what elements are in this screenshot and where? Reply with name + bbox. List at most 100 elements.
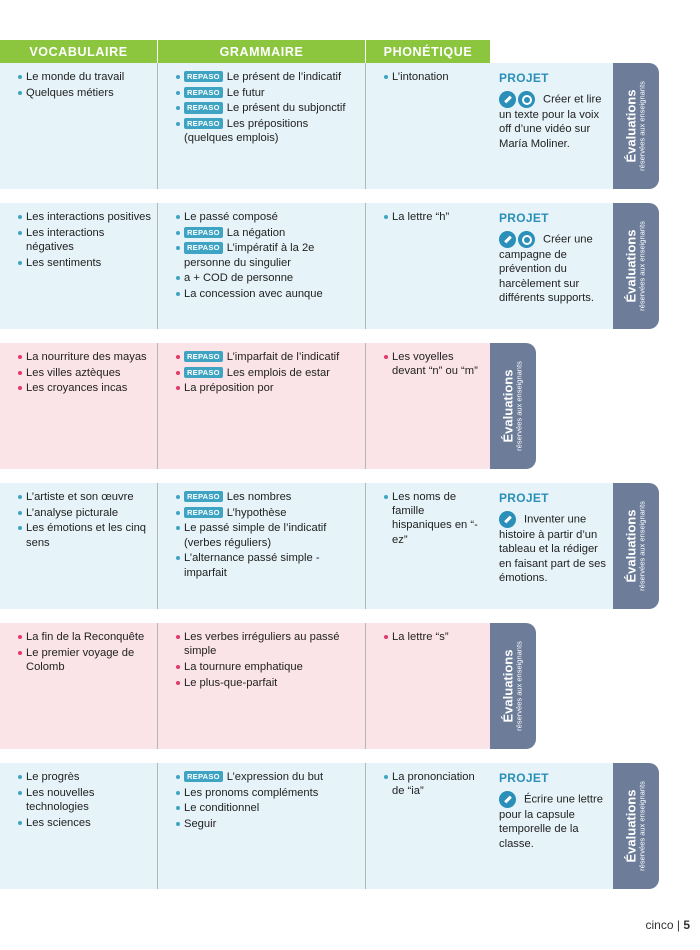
grammaire-text: Les prépositions (quelques emplois) (184, 118, 309, 145)
phonetique-cell: Les noms de famille hispaniques en “-ez” (365, 483, 490, 609)
vocabulaire-item: Les interactions positives (18, 211, 151, 223)
vocabulaire-item: Le progrès (18, 770, 151, 784)
grammaire-text: a + COD de personne (184, 272, 294, 285)
grammaire-text: Le présent de l’indicatif (226, 71, 342, 83)
vocabulaire-item: Le monde du travail (18, 70, 151, 84)
projet-body: Créer et lire un texte pour la voix off … (499, 91, 607, 151)
phonetique-item: Les voyelles devant “n” ou “m” (384, 350, 484, 378)
repaso-badge: REPASO (184, 491, 223, 503)
evaluations-sublabel: réservées aux enseignants (638, 501, 648, 591)
evaluations-label: Évaluations (623, 509, 639, 583)
phonetique-cell: La lettre “s” (365, 623, 490, 749)
search-icon (518, 91, 535, 109)
page-word: cinco (645, 918, 674, 932)
repaso-badge: REPASO (184, 226, 223, 238)
evaluations-sublabel: réservées aux enseignants (638, 781, 648, 871)
vocabulaire-item: Les nouvelles technologies (18, 786, 151, 814)
vocabulaire-item: Les sentiments (18, 256, 151, 270)
header-grammaire: GRAMMAIRE (157, 40, 365, 63)
projet-text: Écrire une lettre pour la capsule tempor… (499, 793, 603, 850)
pen-icon (499, 91, 516, 109)
pen-icon (499, 511, 516, 529)
projet-body: Créer une campagne de prévention du harc… (499, 231, 607, 305)
grammaire-text: L’hypothèse (226, 506, 287, 519)
vocabulaire-item: Les interactions négatives (18, 226, 151, 254)
grammaire-item: Seguir (176, 817, 359, 831)
grammaire-text: L’alternance passé simple - imparfait (184, 552, 320, 579)
grammaire-text: Le futur (226, 86, 265, 99)
header-phonetique: PHONÉTIQUE (365, 40, 490, 63)
grammaire-item: Les pronoms compléments (176, 786, 359, 800)
projet-title: PROJET (499, 71, 549, 85)
vocabulaire-item: Les sciences (18, 816, 151, 830)
header-vocabulaire: VOCABULAIRE (0, 40, 157, 63)
repaso-badge: REPASO (184, 102, 223, 114)
vocabulaire-item: Les villes aztèques (18, 366, 151, 380)
projet-text: Créer et lire un texte pour la voix off … (499, 93, 602, 150)
grammaire-text: La négation (226, 226, 286, 239)
phonetique-item: La prononciation de “ia” (384, 770, 484, 798)
repaso-badge: REPASO (184, 351, 223, 363)
repaso-badge: REPASO (184, 118, 223, 130)
grammaire-text: Les emplois de estar (226, 366, 330, 379)
pen-icon (499, 231, 516, 249)
grammaire-item: Le passé composé (176, 210, 359, 224)
grammaire-text: Le passé simple de l’indicatif (verbes r… (184, 522, 327, 549)
grammaire-text: La préposition por (184, 382, 274, 395)
evaluations-sublabel: réservées aux enseignants (515, 641, 525, 731)
grammaire-text: Seguir (184, 818, 217, 831)
repaso-badge: REPASO (184, 86, 223, 98)
evaluations-label: Évaluations (500, 369, 516, 443)
phonetique-cell: La lettre “h” (365, 203, 490, 329)
projet-text: Inventer une histoire à partir d’un tabl… (499, 513, 606, 584)
projet-title: PROJET (499, 491, 549, 505)
evaluations-label: Évaluations (623, 89, 639, 163)
grammaire-text: Les pronoms compléments (184, 786, 319, 799)
projet-cell: PROJET Inventer une histoire à partir d’u… (490, 483, 613, 609)
grammaire-text: L’impératif à la 2e personne du singulie… (184, 242, 315, 269)
search-icon (518, 231, 535, 249)
projet-cell: PROJET Créer et lire un texte pour la voi… (490, 63, 613, 189)
grammaire-item: La concession avec aunque (176, 287, 359, 301)
grammaire-text: Le passé composé (184, 211, 278, 223)
phonetique-cell: Les voyelles devant “n” ou “m” (365, 343, 490, 469)
grammaire-item: Le conditionnel (176, 801, 359, 815)
column-header-bar: VOCABULAIRE GRAMMAIRE PHONÉTIQUE (0, 40, 490, 63)
grammaire-text: Les verbes irréguliers au passé simple (184, 631, 340, 658)
repaso-badge: REPASO (184, 506, 223, 518)
page-number: 5 (683, 918, 690, 932)
vocabulaire-item: Le premier voyage de Colomb (18, 646, 151, 674)
page-footer: cinco | 5 (645, 918, 690, 932)
repaso-badge: REPASO (184, 366, 223, 378)
grammaire-item: La tournure emphatique (176, 660, 359, 674)
